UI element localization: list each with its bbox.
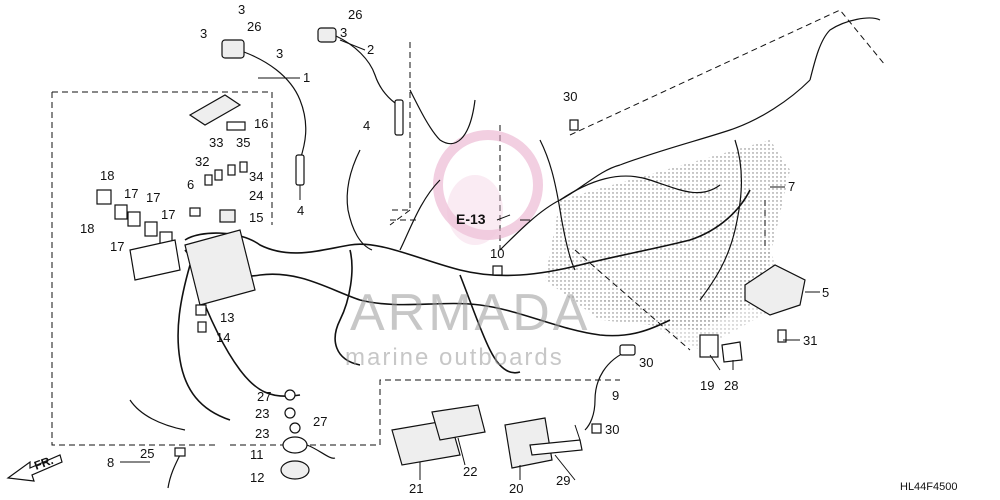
callout-23: 23	[255, 426, 269, 441]
callout-34: 34	[249, 169, 263, 184]
callout-1: 1	[303, 70, 310, 85]
fuse-small-parts	[189, 121, 248, 223]
callout-13: 13	[220, 310, 234, 325]
callout-12: 12	[250, 470, 264, 485]
callout-15: 15	[249, 210, 263, 225]
callout-11: 11	[250, 447, 264, 462]
fuse-box-main	[129, 229, 256, 306]
reference-code-arrow	[496, 214, 511, 221]
relay-group	[96, 189, 173, 247]
callout-24: 24	[249, 188, 263, 203]
front-direction-label: FR.	[32, 453, 55, 473]
callout-7: 7	[788, 179, 795, 194]
coil-11-12	[280, 436, 336, 480]
watermark-brand: ARMADA	[350, 284, 590, 342]
sensor-25	[167, 447, 186, 489]
callout-3: 3	[200, 26, 207, 41]
callout-33: 33	[209, 135, 223, 150]
callout-30: 30	[563, 89, 577, 104]
e13-highlight	[433, 130, 543, 245]
callout-27: 27	[313, 414, 327, 429]
frame-shading	[545, 140, 790, 350]
watermark-tagline: marine outboards	[345, 344, 564, 371]
bracket-19-28	[699, 334, 743, 363]
callout-5: 5	[822, 285, 829, 300]
callout-31: 31	[803, 333, 817, 348]
callout-16: 16	[254, 116, 268, 131]
callout-4: 4	[363, 118, 370, 133]
front-direction-arrow	[6, 454, 63, 482]
callout-18: 18	[100, 168, 114, 183]
callout-9: 9	[612, 388, 619, 403]
fuse-box-cover	[188, 94, 242, 126]
drawing-id: HL44F4500	[900, 481, 958, 493]
callout-3: 3	[276, 46, 283, 61]
module-20	[504, 417, 553, 469]
callout-19: 19	[700, 378, 714, 393]
callout-21: 21	[409, 481, 423, 496]
sensor-9	[584, 344, 636, 431]
main-wire-harness	[129, 17, 881, 431]
callout-2: 2	[367, 42, 374, 57]
callout-26: 26	[348, 7, 362, 22]
callout-30: 30	[639, 355, 653, 370]
reference-code-label: E-13	[456, 211, 486, 227]
bracket-29	[529, 424, 583, 456]
callout-6: 6	[187, 177, 194, 192]
oxygen-sensor-2	[317, 27, 404, 136]
callout-32: 32	[195, 154, 209, 169]
callout-26: 26	[247, 19, 261, 34]
callout-14: 14	[216, 330, 230, 345]
callout-4: 4	[297, 203, 304, 218]
watermark: ARMADA marine outboards	[345, 284, 590, 371]
callout-29: 29	[556, 473, 570, 488]
callout-17: 17	[161, 207, 175, 222]
callout-25: 25	[140, 446, 154, 461]
callouts: 1 2 3 3 3 3 4 4 5 6 7 8 9 10 11 12 13 14…	[80, 2, 829, 496]
control-unit-5	[744, 264, 806, 316]
callout-22: 22	[463, 464, 477, 479]
leader-lines	[120, 39, 820, 481]
callout-3: 3	[238, 2, 245, 17]
washers-23-27	[284, 389, 301, 434]
callout-20: 20	[509, 481, 523, 496]
bolts-30-31	[195, 119, 787, 434]
module-22	[431, 404, 486, 441]
callout-18: 18	[80, 221, 94, 236]
callout-27: 27	[257, 389, 271, 404]
callout-30: 30	[605, 422, 619, 437]
callout-23: 23	[255, 406, 269, 421]
callout-3: 3	[340, 25, 347, 40]
callout-10: 10	[490, 246, 504, 261]
callout-8: 8	[107, 455, 114, 470]
callout-28: 28	[724, 378, 738, 393]
callout-35: 35	[236, 135, 250, 150]
callout-17: 17	[146, 190, 160, 205]
oxygen-sensor-1	[221, 39, 307, 200]
callout-17: 17	[110, 239, 124, 254]
callout-17: 17	[124, 186, 138, 201]
